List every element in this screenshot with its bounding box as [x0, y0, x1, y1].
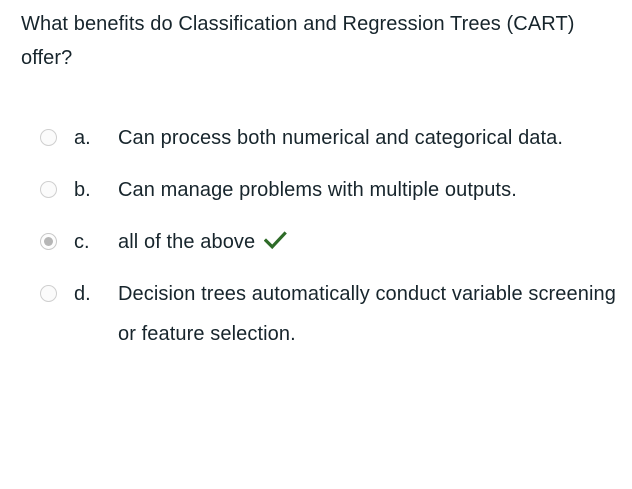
answer-options-list: a. Can process both numerical and catego…	[0, 118, 632, 366]
answer-letter-d: d.	[74, 283, 91, 305]
radio-button-d[interactable]	[40, 285, 57, 302]
check-icon	[264, 231, 288, 250]
answer-text-b: Can manage problems with multiple output…	[118, 179, 517, 201]
answer-option-a[interactable]: a. Can process both numerical and catego…	[0, 118, 632, 158]
question-prompt: What benefits do Classification and Regr…	[21, 13, 575, 69]
answer-letter-b: b.	[74, 179, 91, 201]
answer-option-d[interactable]: d. Decision trees automatically conduct …	[0, 274, 632, 354]
radio-button-b[interactable]	[40, 181, 57, 198]
answer-option-c[interactable]: c. all of the above	[0, 222, 632, 262]
answer-text-c-wrapper: all of the above	[118, 222, 632, 262]
radio-button-a[interactable]	[40, 129, 57, 146]
answer-option-b[interactable]: b. Can manage problems with multiple out…	[0, 170, 632, 210]
radio-button-c[interactable]	[40, 233, 57, 250]
answer-text-c: all of the above	[118, 231, 256, 253]
answer-letter-a: a.	[74, 127, 91, 149]
answer-letter-c: c.	[74, 231, 90, 253]
answer-text-d: Decision trees automatically conduct var…	[118, 283, 616, 345]
answer-text-a: Can process both numerical and categoric…	[118, 127, 564, 149]
